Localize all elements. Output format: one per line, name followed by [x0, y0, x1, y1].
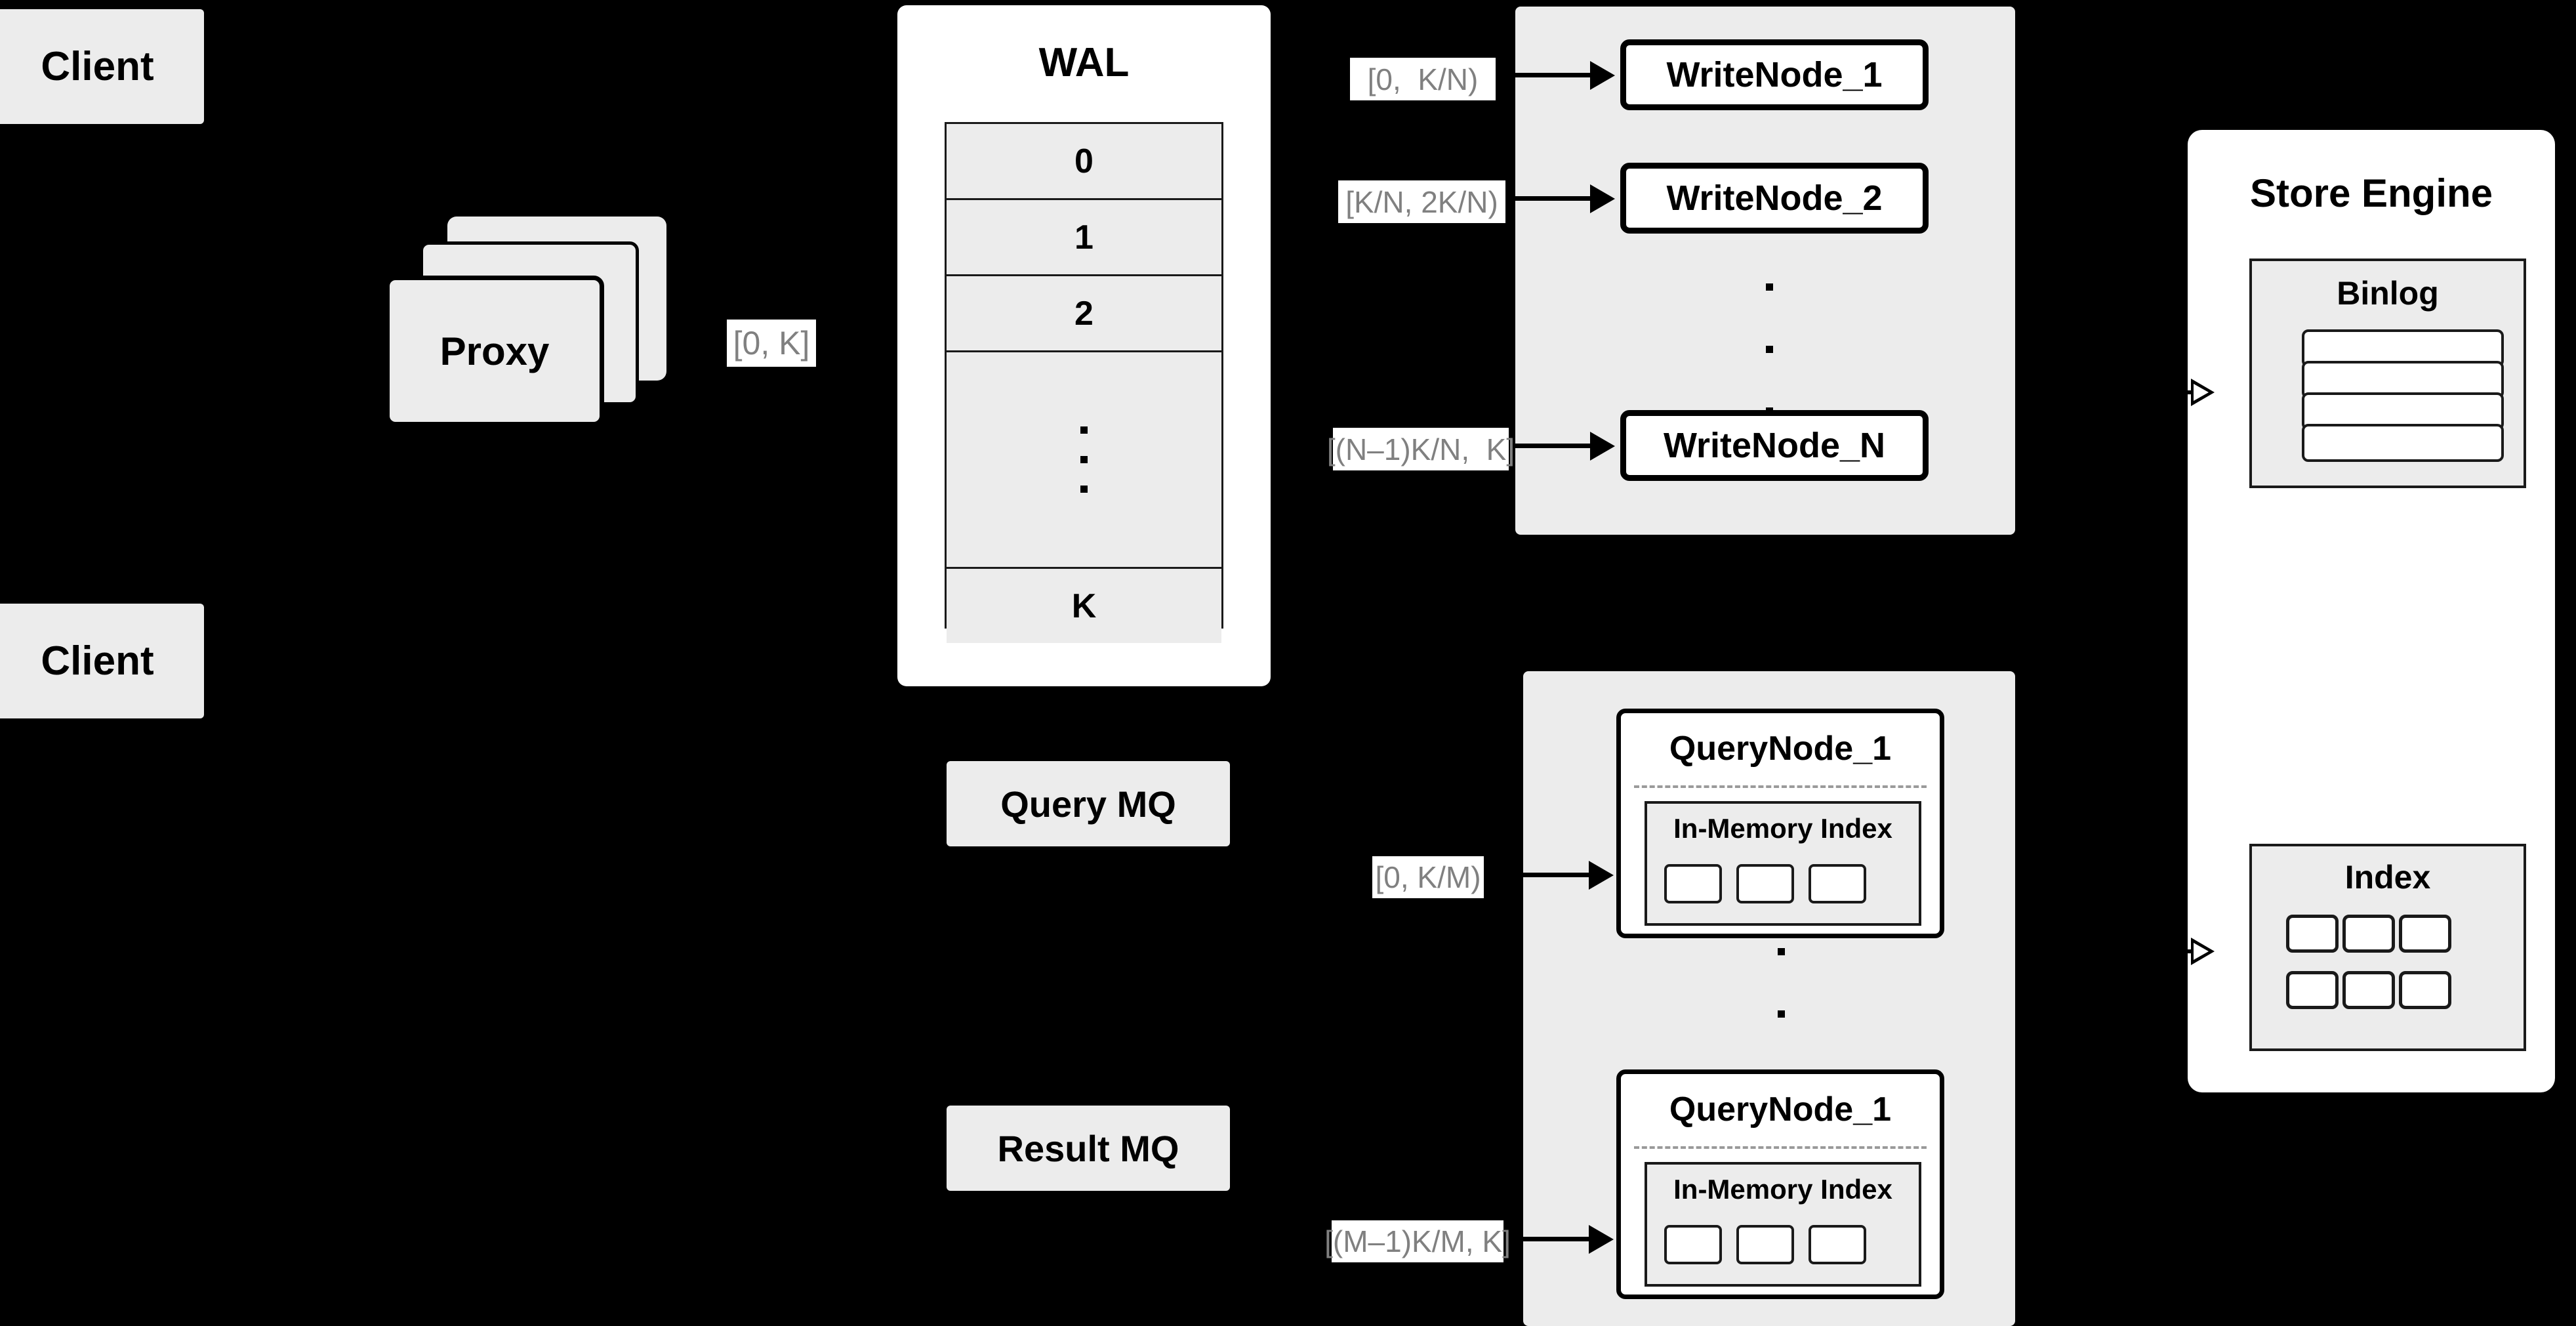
wal-table: 0 1 2 K — [945, 122, 1223, 643]
write-node-n-range-text: [(N–1)K/N, K] — [1326, 432, 1515, 466]
wal-row-1: 1 — [947, 200, 1221, 276]
index-arrow-head-inner — [2194, 943, 2209, 960]
query-node-1-range-text: [0, K/M) — [1375, 860, 1481, 894]
query-node-1-range-label: [0, K/M) — [1372, 856, 1484, 898]
index-panel: Index — [2249, 844, 2526, 1051]
binlog-panel: Binlog — [2249, 259, 2526, 488]
write-node-2-arrow-head — [1590, 184, 1615, 213]
binlog-entry — [2302, 424, 2504, 462]
query-node-m-title: QueryNode_1 — [1669, 1090, 1892, 1129]
query-node-m-range-text: [(M–1)K/M, K] — [1324, 1224, 1511, 1258]
write-node-n-arrow-line — [1515, 444, 1593, 448]
write-node-2[interactable]: WriteNode_2 — [1620, 163, 1929, 234]
write-node-n-range-label: [(N–1)K/N, K] — [1327, 428, 1515, 470]
write-node-1[interactable]: WriteNode_1 — [1620, 39, 1929, 110]
wal-title: WAL — [1038, 40, 1130, 85]
binlog-arrow-head — [2191, 379, 2215, 406]
index-cell — [2399, 971, 2451, 1009]
query-node-m-index-cell — [1809, 1225, 1866, 1264]
index-cell — [2342, 971, 2395, 1009]
query-node-m-arrow-line — [1522, 1237, 1593, 1241]
write-node-1-arrow-head — [1590, 61, 1615, 90]
write-node-n-label: WriteNode_N — [1663, 426, 1886, 465]
wal-row-2-label: 2 — [1074, 294, 1094, 333]
query-node-m-arrow-head — [1589, 1225, 1614, 1254]
write-node-2-label: WriteNode_2 — [1666, 178, 1883, 218]
write-node-2-arrow-line — [1515, 196, 1593, 201]
client-node-2-label: Client — [41, 638, 154, 684]
write-node-1-label: WriteNode_1 — [1666, 55, 1883, 94]
wal-row-k-label: K — [1071, 587, 1097, 625]
write-node-1-arrow-line — [1515, 73, 1593, 77]
index-cell — [2286, 915, 2339, 953]
query-node-1[interactable]: QueryNode_1 In-Memory Index — [1616, 709, 1944, 938]
query-node-m-inmemory-index: In-Memory Index — [1645, 1162, 1921, 1287]
query-node-1-title: QueryNode_1 — [1669, 730, 1892, 768]
query-node-ellipsis — [1776, 948, 1786, 1079]
query-mq-label: Query MQ — [1000, 783, 1176, 825]
write-node-n[interactable]: WriteNode_N — [1620, 410, 1929, 481]
wal-ellipsis-dot — [1080, 486, 1088, 493]
query-node-m-inmemory-index-title: In-Memory Index — [1673, 1174, 1892, 1205]
client-node-1[interactable]: Client — [0, 9, 204, 124]
wal-row-0: 0 — [947, 124, 1221, 200]
query-node-m-index-cell — [1736, 1225, 1794, 1264]
wal-panel: WAL 0 1 2 K — [897, 5, 1271, 686]
query-node-1-index-cell — [1736, 864, 1794, 903]
write-ellipsis-dot — [1765, 345, 1773, 353]
wal-row-1-label: 1 — [1074, 218, 1094, 257]
index-cell — [2286, 971, 2339, 1009]
wal-ellipsis-dot — [1080, 456, 1088, 463]
query-node-m-separator — [1634, 1146, 1927, 1149]
store-engine-panel: Store Engine Binlog Index — [2188, 130, 2555, 1092]
proxy-node[interactable]: Proxy — [385, 276, 604, 426]
write-ellipsis-dot — [1765, 283, 1773, 291]
query-node-m[interactable]: QueryNode_1 In-Memory Index — [1616, 1069, 1944, 1299]
wal-ellipsis-dot — [1080, 426, 1088, 434]
query-node-1-inmemory-index: In-Memory Index — [1645, 801, 1921, 926]
write-node-1-range-label: [0, K/N) — [1350, 58, 1496, 100]
index-arrow-head — [2191, 938, 2215, 965]
binlog-arrow-line — [2154, 390, 2194, 394]
write-node-ellipsis — [1765, 283, 1774, 415]
index-arrow-line — [2154, 949, 2194, 953]
query-node-1-inmemory-index-title: In-Memory Index — [1673, 813, 1892, 844]
write-node-2-range-label: [K/N, 2K/N) — [1338, 180, 1505, 223]
index-cell — [2399, 915, 2451, 953]
proxy-node-label: Proxy — [440, 329, 550, 373]
client-node-1-label: Client — [41, 44, 154, 89]
query-node-m-range-label: [(M–1)K/M, K] — [1324, 1220, 1511, 1262]
wal-row-0-label: 0 — [1074, 142, 1094, 180]
wal-row-k: K — [947, 569, 1221, 643]
write-node-n-arrow-head — [1590, 432, 1615, 461]
binlog-title: Binlog — [2337, 275, 2439, 312]
query-node-1-index-cell — [1664, 864, 1722, 903]
query-ellipsis-dot — [1777, 1010, 1785, 1018]
query-node-m-index-cell — [1664, 1225, 1722, 1264]
binlog-arrow-head-inner — [2194, 384, 2209, 401]
index-cell — [2342, 915, 2395, 953]
index-title: Index — [2344, 859, 2431, 896]
query-node-1-separator — [1634, 785, 1927, 788]
query-mq-node[interactable]: Query MQ — [947, 761, 1230, 846]
query-node-1-arrow-line — [1522, 873, 1593, 877]
query-node-1-index-cell — [1809, 864, 1866, 903]
result-mq-node[interactable]: Result MQ — [947, 1106, 1230, 1191]
proxy-range-label-text: [0, K] — [733, 325, 810, 362]
query-node-1-arrow-head — [1589, 861, 1614, 890]
proxy-range-label: [0, K] — [727, 320, 816, 367]
client-node-2[interactable]: Client — [0, 604, 204, 718]
wal-row-2: 2 — [947, 276, 1221, 352]
wal-row-ellipsis — [947, 352, 1221, 569]
write-node-2-range-text: [K/N, 2K/N) — [1345, 184, 1498, 219]
result-mq-label: Result MQ — [997, 1127, 1179, 1169]
store-engine-title: Store Engine — [2249, 171, 2493, 215]
write-node-1-range-text: [0, K/N) — [1367, 62, 1479, 96]
query-ellipsis-dot — [1777, 948, 1785, 955]
